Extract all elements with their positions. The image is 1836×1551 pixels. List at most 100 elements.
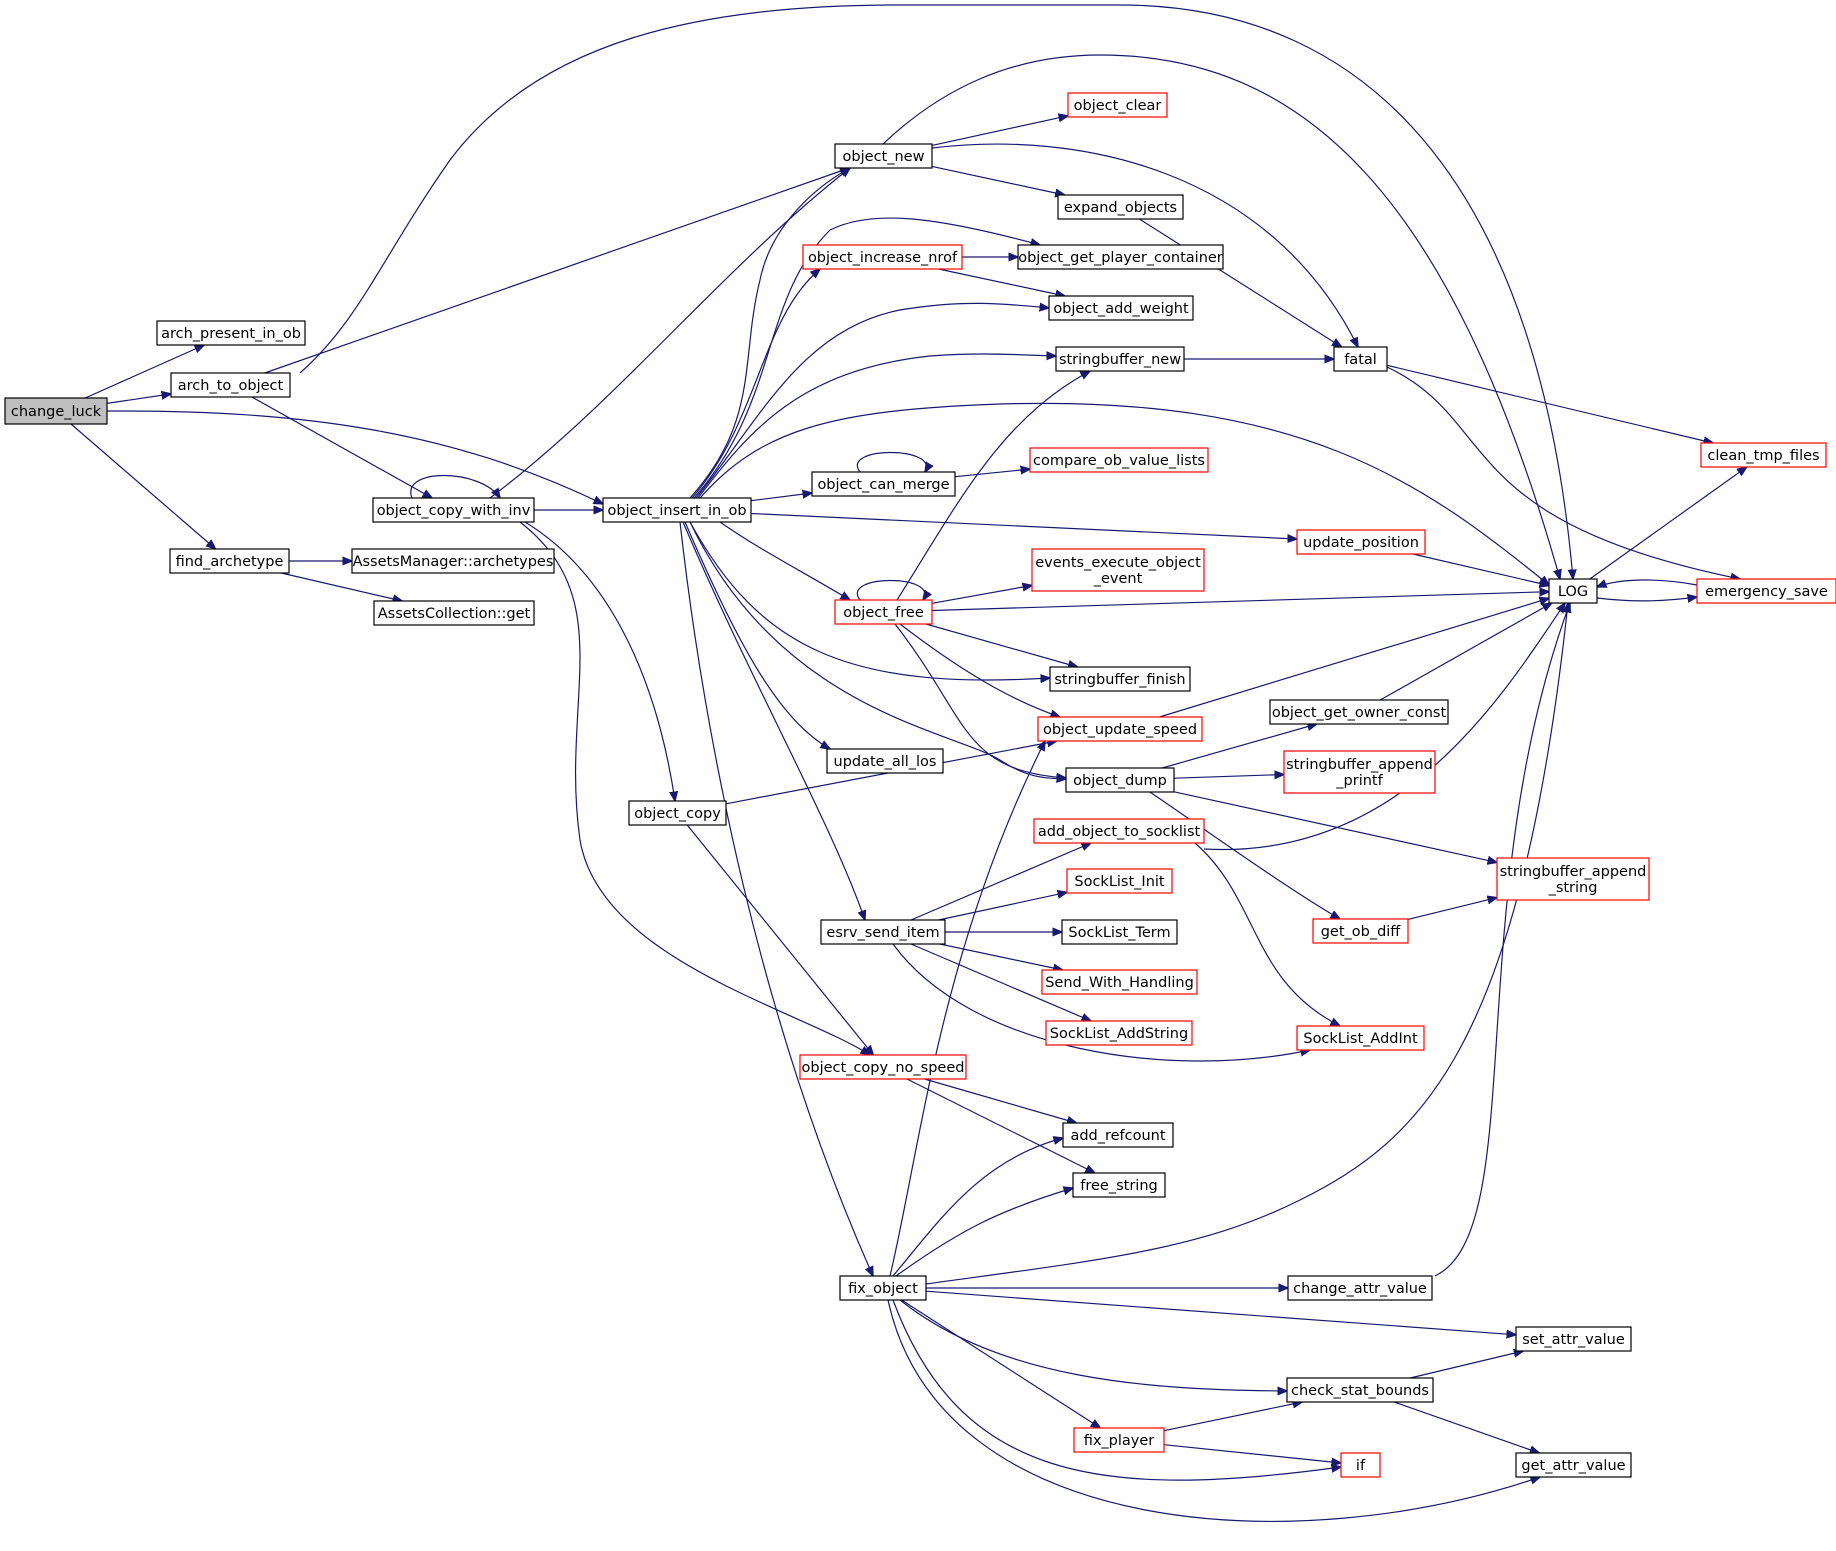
node-object_get_player_container[interactable]: object_get_player_container (1017, 244, 1224, 270)
edge-object_insert_in_ob-to-object_can_merge (750, 493, 812, 502)
node-fix_player[interactable]: fix_player (1073, 1427, 1165, 1453)
edge-fix_player-to-check_stat_bounds (1163, 1402, 1302, 1432)
node-object_copy_with_inv[interactable]: object_copy_with_inv (372, 497, 535, 523)
node-Send_With_Handling[interactable]: Send_With_Handling (1041, 969, 1198, 995)
node-label-line: AssetsCollection::get (378, 606, 531, 622)
node-box (1033, 818, 1205, 844)
edge-object_copy_with_inv-to-object_copy_no_speed (519, 521, 870, 1055)
edge-fix_object-to-set_attr_value (925, 1290, 1516, 1335)
edge-object_new-to-fatal (931, 143, 1358, 347)
node-stringbuffer_append_string[interactable]: stringbuffer_append_string (1496, 857, 1650, 901)
edge-object_free-to-events_execute_object_event (931, 585, 1032, 604)
node-object_new[interactable]: object_new (834, 143, 933, 169)
node-change_luck[interactable]: change_luck (4, 397, 108, 425)
edge-object_insert_in_ob-to-fix_object (679, 521, 873, 1276)
node-arch_present_in_ob[interactable]: arch_present_in_ob (156, 320, 306, 346)
edge-object_update_speed-to-LOG (1159, 598, 1549, 718)
edge-object_new-to-LOG (882, 54, 1560, 579)
node-label: object_new (843, 149, 925, 165)
node-fatal[interactable]: fatal (1333, 346, 1388, 372)
node-box (1700, 442, 1827, 468)
node-label-line: object_insert_in_ob (607, 503, 746, 519)
edge-object_dump-to-stringbuffer_append_string (1173, 791, 1497, 863)
edge-object_free-to-object_dump (894, 623, 1066, 778)
node-box (1696, 578, 1836, 604)
node-add_object_to_socklist[interactable]: add_object_to_socklist (1033, 818, 1205, 844)
node-label: Send_With_Handling (1045, 975, 1194, 991)
node-events_execute_object_event[interactable]: events_execute_object_event (1031, 548, 1205, 592)
node-change_attr_value[interactable]: change_attr_value (1287, 1275, 1433, 1301)
node-box (1029, 447, 1209, 473)
node-free_string[interactable]: free_string (1072, 1172, 1166, 1198)
node-label: change_attr_value (1293, 1281, 1427, 1297)
node-object_copy[interactable]: object_copy (628, 800, 727, 826)
edge-check_stat_bounds-to-set_attr_value (1410, 1351, 1523, 1379)
node-label: SockList_AddInt (1303, 1031, 1418, 1047)
node-object_can_merge[interactable]: object_can_merge (811, 471, 956, 497)
edge-object_copy_with_inv-to-object_new (489, 168, 850, 499)
edge-object_increase_nrof-to-object_add_weight (938, 268, 1065, 296)
node-label-line: expand_objects (1064, 200, 1177, 216)
node-emergency_save[interactable]: emergency_save (1696, 578, 1836, 604)
node-box (1041, 969, 1198, 995)
node-object_add_weight[interactable]: object_add_weight (1048, 295, 1194, 321)
node-get_attr_value[interactable]: get_attr_value (1515, 1452, 1632, 1478)
node-box (802, 244, 963, 270)
node-label-line: free_string (1080, 1178, 1157, 1194)
node-assets_archetypes[interactable]: AssetsManager::archetypes (351, 548, 555, 574)
node-fix_object[interactable]: fix_object (839, 1275, 927, 1301)
node-check_stat_bounds[interactable]: check_stat_bounds (1286, 1377, 1434, 1403)
node-stringbuffer_new[interactable]: stringbuffer_new (1055, 346, 1185, 372)
node-object_update_speed[interactable]: object_update_speed (1037, 716, 1203, 742)
node-object_dump[interactable]: object_dump (1065, 767, 1175, 793)
node-update_all_los[interactable]: update_all_los (826, 748, 944, 774)
node-object_copy_no_speed[interactable]: object_copy_no_speed (799, 1054, 967, 1080)
node-label: AssetsManager::archetypes (353, 554, 554, 570)
node-label-line: object_dump (1073, 773, 1167, 789)
node-find_archetype[interactable]: find_archetype (169, 548, 290, 574)
node-expand_objects[interactable]: expand_objects (1057, 194, 1184, 220)
edge-object_insert_in_ob-to-stringbuffer_finish (689, 521, 1050, 680)
node-label: object_get_player_container (1018, 250, 1223, 266)
node-label: object_increase_nrof (808, 250, 958, 266)
node-object_get_owner_const[interactable]: object_get_owner_const (1269, 699, 1449, 725)
node-label: emergency_save (1705, 584, 1828, 600)
node-box (1067, 92, 1168, 118)
edge-fix_object-to-check_stat_bounds (899, 1299, 1287, 1391)
node-stringbuffer_append_printf[interactable]: stringbuffer_append_printf (1283, 750, 1436, 794)
node-box (1017, 244, 1224, 270)
node-object_increase_nrof[interactable]: object_increase_nrof (802, 244, 963, 270)
node-stringbuffer_finish[interactable]: stringbuffer_finish (1049, 666, 1191, 692)
node-get_ob_diff[interactable]: get_ob_diff (1312, 918, 1409, 944)
node-SockList_Init[interactable]: SockList_Init (1066, 868, 1173, 894)
node-set_attr_value[interactable]: set_attr_value (1515, 1326, 1632, 1352)
node-object_insert_in_ob[interactable]: object_insert_in_ob (602, 497, 752, 523)
node-box (1057, 194, 1184, 220)
node-SockList_AddInt[interactable]: SockList_AddInt (1296, 1025, 1425, 1051)
node-label-line: SockList_Term (1068, 925, 1170, 941)
node-update_position[interactable]: update_position (1296, 529, 1426, 555)
node-LOG[interactable]: LOG (1548, 578, 1598, 604)
node-box (1496, 857, 1650, 901)
node-SockList_Term[interactable]: SockList_Term (1061, 919, 1178, 945)
node-clean_tmp_files[interactable]: clean_tmp_files (1700, 442, 1827, 468)
node-arch_to_object[interactable]: arch_to_object (170, 372, 291, 398)
node-object_free[interactable]: object_free (834, 599, 933, 625)
edge-esrv_send_item-to-SockList_Init (938, 892, 1067, 921)
node-label: object_dump (1073, 773, 1167, 789)
node-object_clear[interactable]: object_clear (1067, 92, 1168, 118)
node-assets_get[interactable]: AssetsCollection::get (373, 600, 535, 626)
node-box (1073, 1427, 1165, 1453)
node-add_refcount[interactable]: add_refcount (1062, 1122, 1174, 1148)
node-label-line: fix_player (1084, 1433, 1155, 1449)
node-label-line: object_free (843, 605, 924, 621)
node-if[interactable]: if (1340, 1452, 1381, 1478)
edge-fix_object-to-if (892, 1299, 1341, 1481)
node-box (1515, 1326, 1632, 1352)
node-label-line: stringbuffer_finish (1054, 672, 1185, 688)
node-SockList_AddString[interactable]: SockList_AddString (1045, 1020, 1193, 1046)
node-compare_ob_value_lists[interactable]: compare_ob_value_lists (1029, 447, 1209, 473)
node-esrv_send_item[interactable]: esrv_send_item (820, 919, 946, 945)
node-label-line: stringbuffer_new (1059, 352, 1181, 368)
node-label-line: _string (1548, 880, 1598, 896)
